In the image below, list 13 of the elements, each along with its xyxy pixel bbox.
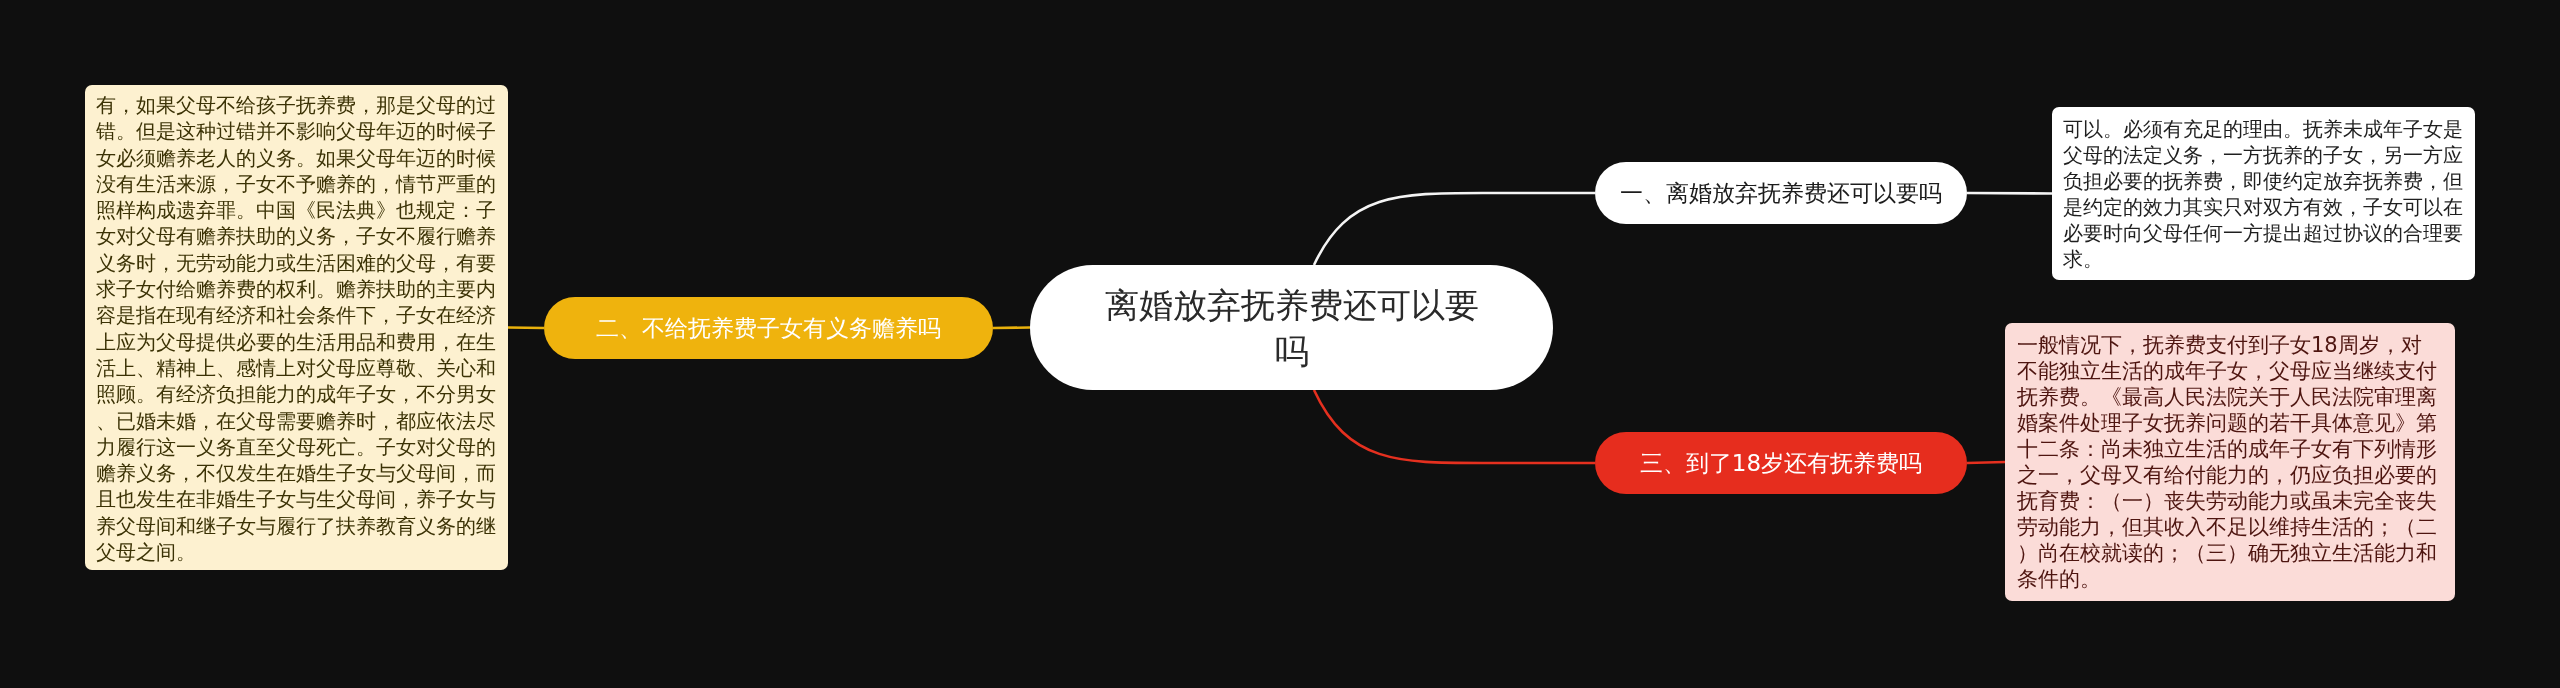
note-card: 有，如果父母不给孩子抚养费，那是父母的过错。但是这种过错并不影响父母年迈的时候子女必须赡养老人的义务。如果父母年迈的时候没有生活来源，子女不予赡养的，情节严重的照样构成遗弃罪。中国《民法典》也规定：子女对父母有赡养扶助的义务，子女不履行赡养义务时，无劳动能力或生活困难的父母，有要求子女付给赡养费的权利。赡养扶助的主要内容是指在现有经济和社会条件下，子女在经济上应为父母提供必要的生活用品和费用，在生活上、精神上、感情上对父母应尊敬、关心和照顾。有经济负担能力的成年子女，不分男女、已婚未婚，在父母需要赡养时，都应依法尽力履行这一义务直至父母死亡。子女对父母的赡养义务，不仅发生在婚生子女与父母间，而且也发生在非婚生子女与生父母间，养子女与养父母间和继子女与履行了扶养教育义务的继父母之间。 (85, 85, 508, 570)
note-card: 可以。必须有充足的理由。抚养未成年子女是父母的法定义务，一方抚养的子女，另一方应负担必要的抚养费，即使约定放弃抚养费，但是约定的效力其实只对双方有效，子女可以在必要时向父母任何一方提出超过协议的合理要求。 (2052, 107, 2475, 280)
connector-line (1312, 191, 1595, 266)
connector-line (1312, 389, 1595, 465)
topic-pill: 一、离婚放弃抚养费还可以要吗 (1595, 162, 1967, 224)
connector-line (1966, 460, 2006, 465)
note-card: 一般情况下，抚养费支付到子女18周岁，对不能独立生活的成年子女，父母应当继续支付抚养费。《最高人民法院关于人民法院审理离婚案件处理子女抚养问题的若干具体意见》第十二条：尚未独立生活的成年子女有下列情形之一，父母又有给付能力的，仍应负担必要的抚育费：（一）丧失劳动能力或虽未完全丧失劳动能力，但其收入不足以维持生活的；（二）尚在校就读的；（三）确无独立生活能力和条件的。 (2005, 323, 2455, 601)
connector-line (1967, 191, 2052, 195)
central-topic: 离婚放弃抚养费还可以要吗 (1030, 265, 1553, 390)
connector-line (508, 326, 544, 330)
topic-pill: 二、不给抚养费子女有义务赡养吗 (544, 297, 993, 359)
topic-pill: 三、到了18岁还有抚养费吗 (1595, 432, 1967, 494)
connector-line (993, 326, 1030, 330)
